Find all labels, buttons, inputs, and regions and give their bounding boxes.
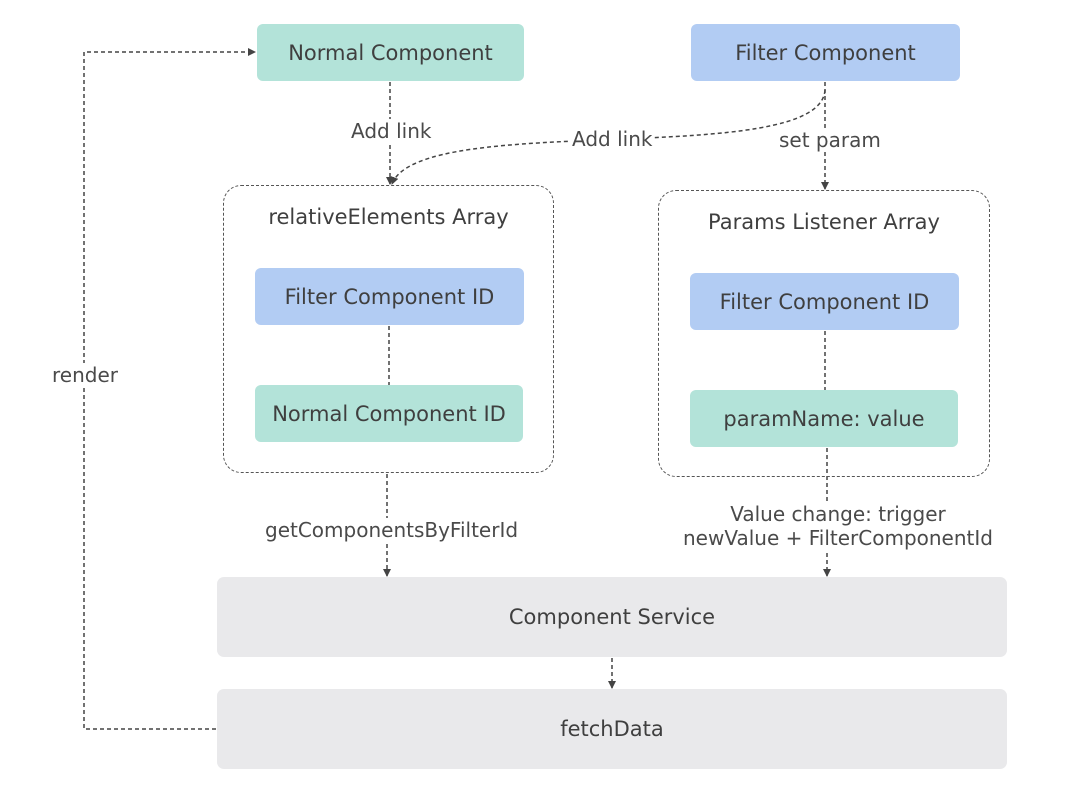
label-value-change: Value change: trigger newValue + FilterC… xyxy=(683,502,993,550)
edge-filter-to-relative xyxy=(390,89,826,185)
label-render: render xyxy=(50,363,120,387)
fetch-data-node: fetchData xyxy=(217,689,1007,769)
params-listener-title: Params Listener Array xyxy=(708,210,940,234)
label-set-param: set param xyxy=(777,128,883,152)
label-value-change-line1: Value change: trigger xyxy=(730,502,946,526)
relative-normal-id-node: Normal Component ID xyxy=(255,385,523,442)
label-add-link-normal: Add link xyxy=(351,119,432,143)
relative-elements-group: relativeElements Array xyxy=(223,185,554,473)
filter-component-node: Filter Component xyxy=(691,24,960,81)
params-listener-group: Params Listener Array xyxy=(658,190,990,477)
label-value-change-line2: newValue + FilterComponentId xyxy=(683,526,993,550)
edge-render-loop xyxy=(83,48,256,730)
normal-component-node: Normal Component xyxy=(257,24,524,81)
label-add-link-filter: Add link xyxy=(570,127,655,151)
label-get-components: getComponentsByFilterId xyxy=(263,518,521,542)
relative-elements-title: relativeElements Array xyxy=(268,205,509,229)
params-param-value-node: paramName: value xyxy=(690,390,958,447)
params-filter-id-node: Filter Component ID xyxy=(690,273,959,330)
component-service-node: Component Service xyxy=(217,577,1007,657)
relative-filter-id-node: Filter Component ID xyxy=(255,268,524,325)
